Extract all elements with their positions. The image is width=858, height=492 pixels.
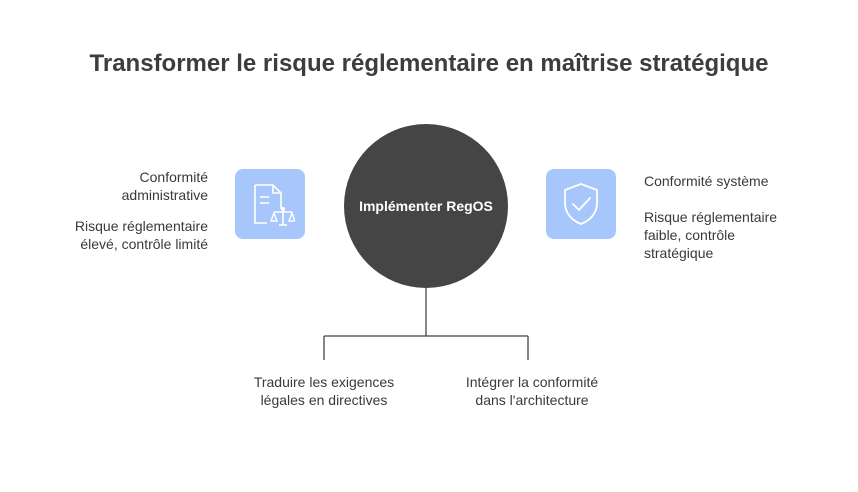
left-heading: Conformité administrative (60, 168, 208, 204)
branch-right-line2: dans l'architecture (475, 392, 589, 408)
branch-left-line1: Traduire les exigences (253, 374, 395, 390)
document-scale-icon (254, 184, 295, 226)
center-node: Implémenter RegOS (344, 124, 508, 288)
right-detail-line2: faible, contrôle (644, 227, 736, 243)
branch-right: Intégrer la conformité dans l'architectu… (432, 373, 632, 409)
center-label: Implémenter RegOS (359, 198, 493, 214)
left-heading-line2: administrative (121, 187, 208, 203)
left-icon-box (235, 169, 305, 239)
right-icon-box (546, 169, 616, 239)
left-heading-line1: Conformité (139, 169, 208, 185)
branch-left-line2: légales en directives (260, 392, 388, 408)
right-detail-line1: Risque réglementaire (644, 209, 778, 225)
right-detail-line3: stratégique (644, 245, 714, 261)
branch-left: Traduire les exigences légales en direct… (224, 373, 424, 409)
left-detail: Risque réglementaire élevé, contrôle lim… (40, 217, 208, 253)
branch-right-line1: Intégrer la conformité (465, 374, 599, 390)
right-detail: Risque réglementaire faible, contrôle st… (644, 208, 844, 262)
shield-check-icon (564, 183, 598, 225)
left-detail-line2: élevé, contrôle limité (80, 236, 208, 252)
left-detail-line1: Risque réglementaire (74, 218, 208, 234)
right-heading: Conformité système (644, 173, 769, 189)
diagram-title: Transformer le risque réglementaire en m… (89, 50, 769, 77)
